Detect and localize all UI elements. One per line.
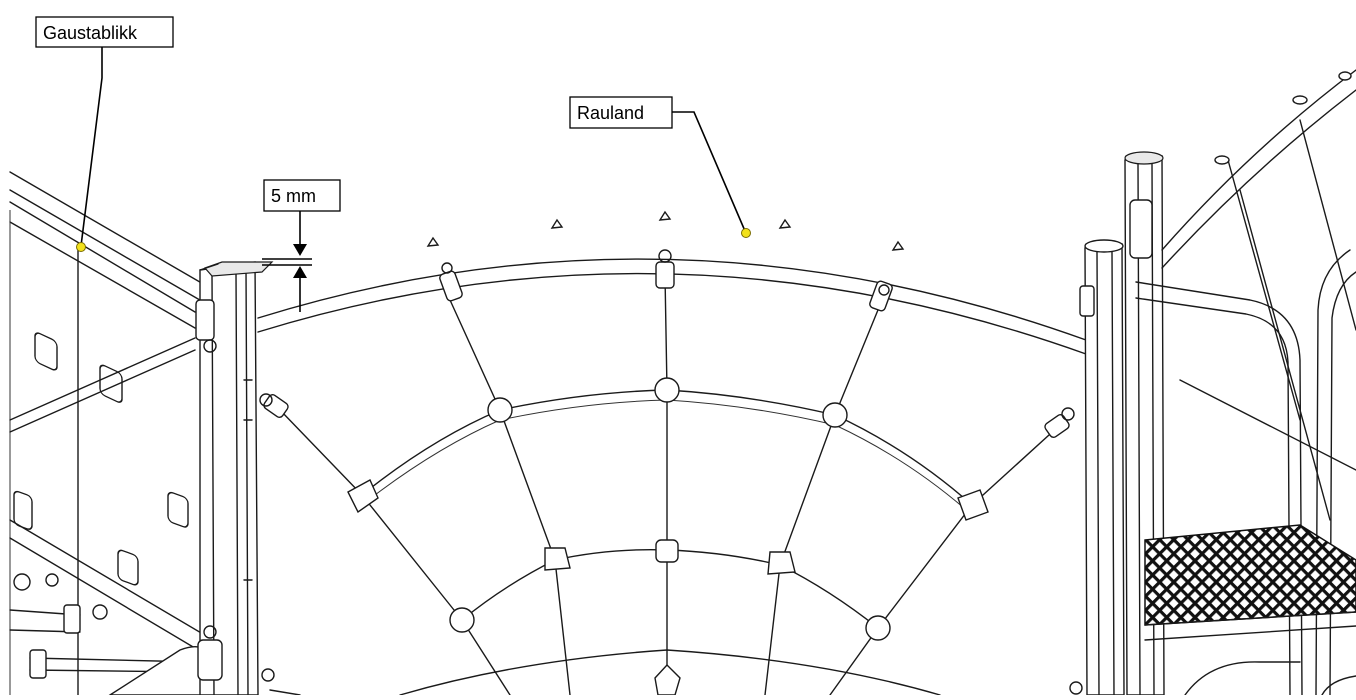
right-railing [1135, 69, 1356, 696]
arrow-down-icon [293, 244, 307, 256]
callout-box [35, 16, 174, 48]
dimension-label: 5 mm [271, 186, 316, 206]
climbing-net [259, 249, 1083, 696]
callout-rauland: Rauland [569, 96, 751, 238]
left-wall-panel [9, 171, 231, 696]
arch-studs [426, 210, 905, 251]
panel-slots [13, 332, 189, 586]
dimension-box [263, 179, 341, 212]
arrow-up-icon [293, 266, 307, 278]
marker-point [741, 228, 751, 238]
dimension-gap: 5 mm [262, 179, 341, 312]
marker-point [76, 242, 86, 252]
stair-step [1144, 524, 1356, 696]
callout-label-rauland: Rauland [577, 103, 644, 123]
net-clamps [259, 249, 1083, 695]
callout-label-gaustablikk: Gaustablikk [43, 23, 138, 43]
left-post [195, 261, 274, 696]
callout-gaustablikk: Gaustablikk [35, 16, 174, 252]
